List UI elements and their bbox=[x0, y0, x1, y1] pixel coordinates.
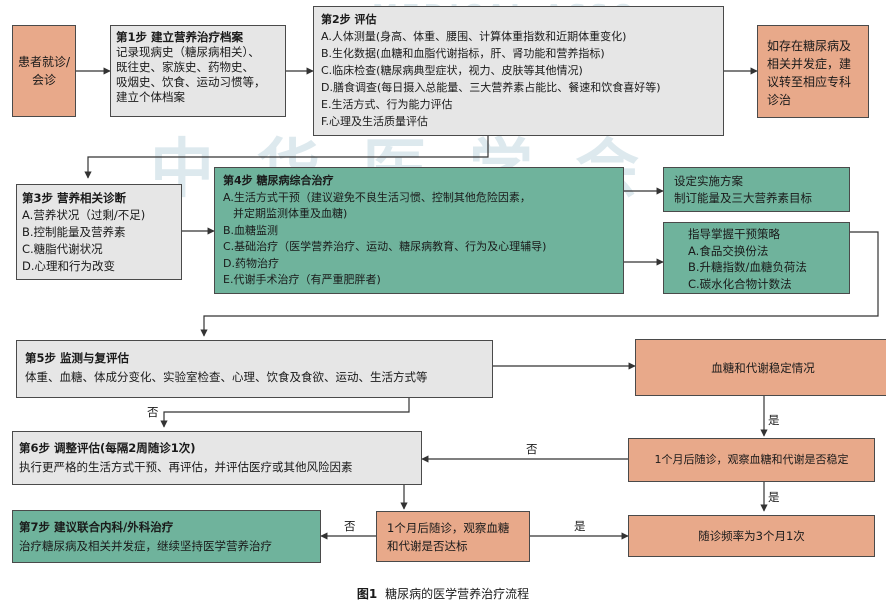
follow-frequency-box: 随诊频率为3个月1次 bbox=[628, 515, 875, 557]
label-yes-followup2: 是 bbox=[574, 519, 586, 533]
followup2-line: 和代谢是否达标 bbox=[387, 539, 468, 553]
referral-line: 议转至相应专科 bbox=[767, 75, 852, 89]
figure-number: 图1 bbox=[356, 587, 378, 601]
referral-box: 如存在糖尿病及 相关并发症，建 议转至相应专科 诊治 bbox=[757, 25, 869, 118]
arrow-strategy-step5 bbox=[200, 231, 879, 337]
referral-line: 相关并发症，建 bbox=[767, 57, 852, 71]
step3-title: 第3步 营养相关诊断 bbox=[22, 191, 127, 205]
strategy-line: A.食品交换份法 bbox=[688, 243, 769, 258]
label-no-followup2: 否 bbox=[344, 519, 356, 533]
step1-line: 既往史、家族史、药物史、 bbox=[116, 60, 254, 74]
step6-title: 第6步 调整评估(每隔2周随诊1次) bbox=[19, 441, 196, 455]
step2-line: F.心理及生活质量评估 bbox=[321, 115, 429, 128]
strategy-line: B.升糖指数/血糖负荷法 bbox=[688, 260, 807, 274]
step3-box: 第3步 营养相关诊断 A.营养状况（过剩/不足) B.控制能量及营养素 C.糖脂… bbox=[16, 184, 182, 280]
step6-box: 第6步 调整评估(每隔2周随诊1次) 执行更严格的生活方式干预、再评估，并评估医… bbox=[12, 431, 422, 485]
step4-line: D.药物治疗 bbox=[223, 256, 279, 270]
followup1-box: 1个月后随诊，观察血糖和代谢是否稳定 bbox=[628, 438, 875, 482]
step4-line: 并定期监测体重及血糖) bbox=[233, 207, 348, 220]
step4-title: 第4步 糖尿病综合治疗 bbox=[223, 174, 334, 187]
step3-line: D.心理和行为改变 bbox=[22, 259, 116, 273]
step7-title: 第7步 建议联合内科/外科治疗 bbox=[19, 520, 174, 534]
step3-line: C.糖脂代谢状况 bbox=[22, 242, 103, 256]
step3-line: B.控制能量及营养素 bbox=[22, 225, 126, 239]
strategy-line: C.碳水化合物计数法 bbox=[688, 276, 792, 291]
step1-title: 第1步 建立营养治疗档案 bbox=[116, 30, 244, 44]
step5-line: 体重、血糖、体成分变化、实验室检查、心理、饮食及食欲、运动、生活方式等 bbox=[25, 370, 428, 384]
step7-box: 第7步 建议联合内科/外科治疗 治疗糖尿病及相关并发症，继续坚持医学营养治疗 bbox=[12, 510, 321, 563]
step2-box: 第2步 评估 A.人体测量(身高、体重、腰围、计算体重指数和近期体重变化) B.… bbox=[313, 6, 724, 136]
step5-title: 第5步 监测与复评估 bbox=[25, 351, 130, 365]
strategy-line: 指导掌握干预策略 bbox=[688, 227, 780, 241]
plan-line: 设定实施方案 bbox=[674, 174, 743, 188]
referral-line: 诊治 bbox=[767, 93, 792, 107]
step4-box: 第4步 糖尿病综合治疗 A.生活方式干预（建议避免不良生活习惯、控制其他危险因素… bbox=[214, 167, 624, 294]
step2-line: B.生化数据(血糖和血脂代谢指标，肝、肾功能和营养指标) bbox=[321, 47, 605, 60]
followup2-box: 1个月后随诊，观察血糖 和代谢是否达标 bbox=[376, 511, 530, 562]
patient-visit-text: 患者就诊/会诊 bbox=[17, 55, 71, 87]
step2-line: D.膳食调查(每日摄入总能量、三大营养素占能比、餐速和饮食喜好等) bbox=[321, 81, 661, 94]
step2-title: 第2步 评估 bbox=[321, 13, 377, 26]
stable-status-box: 血糖和代谢稳定情况 bbox=[635, 339, 886, 396]
step1-line: 吸烟史、饮食、运动习惯等， bbox=[116, 75, 266, 89]
step5-box: 第5步 监测与复评估 体重、血糖、体成分变化、实验室检查、心理、饮食及食欲、运动… bbox=[16, 340, 493, 398]
arrow-step2-step3 bbox=[84, 136, 489, 179]
step1-line: 记录现病史（糖尿病相关）、 bbox=[116, 45, 260, 59]
followup2-line: 1个月后随诊，观察血糖 bbox=[387, 521, 510, 535]
step4-line: A.生活方式干预（建议避免不良生活习惯、控制其他危险因素， bbox=[223, 190, 531, 204]
step1-line: 建立个体档案 bbox=[116, 90, 185, 104]
step3-line: A.营养状况（过剩/不足) bbox=[22, 208, 146, 222]
arrow-step5-step6-no bbox=[160, 398, 410, 428]
label-no-followup1: 否 bbox=[526, 442, 538, 456]
step6-line: 执行更严格的生活方式干预、再评估，并评估医疗或其他风险因素 bbox=[19, 460, 353, 474]
label-yes-followup1: 是 bbox=[768, 490, 780, 504]
patient-visit-box: 患者就诊/会诊 bbox=[12, 25, 76, 117]
followup1-text: 1个月后随诊，观察血糖和代谢是否稳定 bbox=[654, 453, 849, 466]
step7-line: 治疗糖尿病及相关并发症，继续坚持医学营养治疗 bbox=[19, 539, 272, 553]
step1-box: 第1步 建立营养治疗档案 记录现病史（糖尿病相关）、 既往史、家族史、药物史、 … bbox=[110, 25, 286, 117]
stable-status-text: 血糖和代谢稳定情况 bbox=[711, 360, 815, 375]
figure-caption: 图1 糖尿病的医学营养治疗流程 bbox=[0, 585, 886, 602]
label-no-step5: 否 bbox=[147, 405, 159, 419]
label-yes-stable: 是 bbox=[768, 413, 780, 427]
follow-frequency-text: 随诊频率为3个月1次 bbox=[698, 529, 805, 543]
step4-line: B.血糖监测 bbox=[223, 223, 279, 237]
referral-line: 如存在糖尿病及 bbox=[767, 39, 852, 53]
plan-line: 制订能量及三大营养素目标 bbox=[674, 191, 812, 205]
step4-line: C.基础治疗（医学营养治疗、运动、糖尿病教育、行为及心理辅导) bbox=[223, 240, 547, 253]
strategy-box: 指导掌握干预策略 A.食品交换份法 B.升糖指数/血糖负荷法 C.碳水化合物计数… bbox=[663, 222, 850, 294]
step2-line: E.生活方式、行为能力评估 bbox=[321, 98, 453, 111]
step4-line: E.代谢手术治疗（有严重肥胖者) bbox=[223, 273, 381, 286]
step2-line: A.人体测量(身高、体重、腰围、计算体重指数和近期体重变化) bbox=[321, 30, 627, 43]
plan-box: 设定实施方案 制订能量及三大营养素目标 bbox=[663, 167, 850, 212]
step2-line: C.临床检查(糖尿病典型症状，视力、皮肤等其他情况) bbox=[321, 64, 583, 77]
figure-title: 糖尿病的医学营养治疗流程 bbox=[385, 587, 530, 601]
